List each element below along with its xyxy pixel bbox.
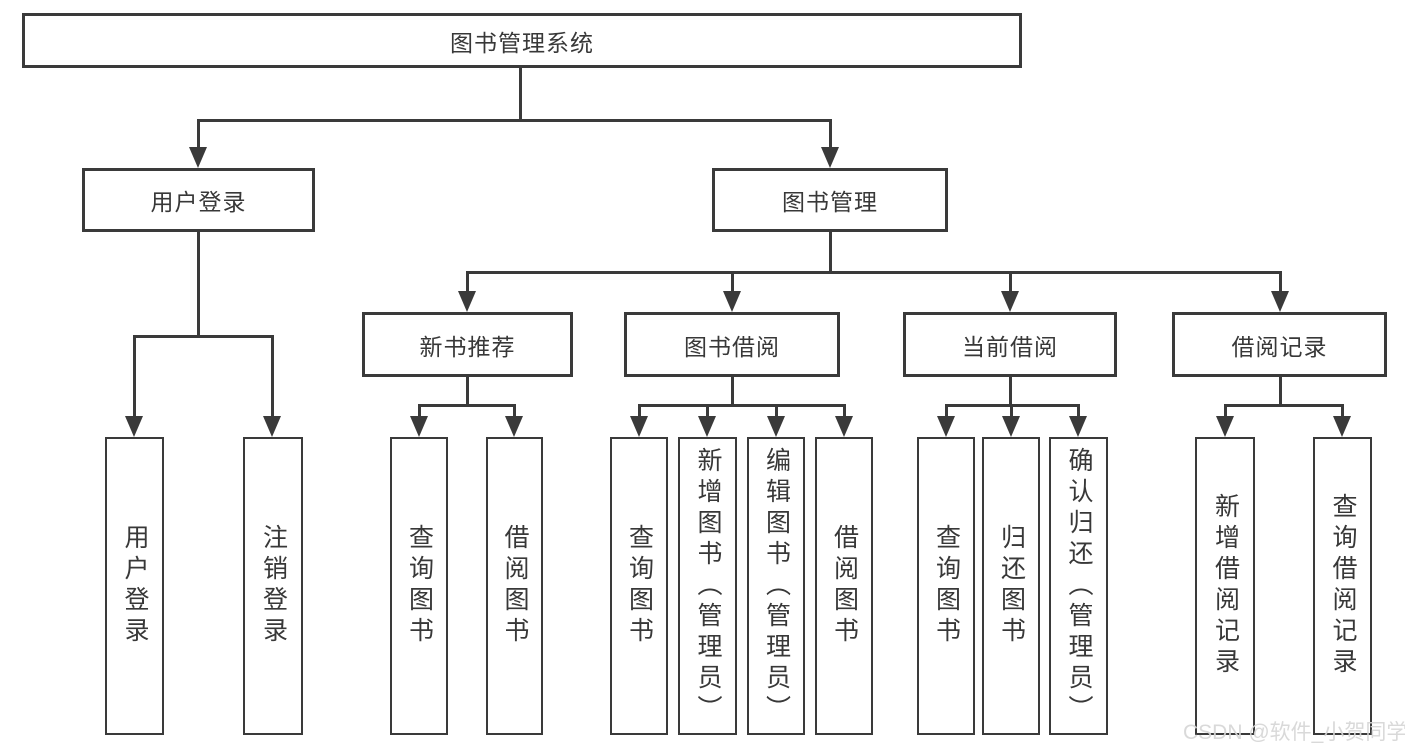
connector-line <box>133 335 274 338</box>
node-borrowing-records: 借阅记录 <box>1172 312 1387 377</box>
node-label: 查询借阅记录 <box>1329 493 1357 679</box>
connector-line <box>418 404 516 407</box>
node-book-management: 图书管理 <box>712 168 948 232</box>
arrow-down-icon <box>1001 291 1019 312</box>
connector-line <box>775 404 778 416</box>
arrow-down-icon <box>835 416 853 437</box>
connector-line <box>731 271 734 291</box>
arrow-down-icon <box>189 147 207 168</box>
node-label: 借阅图书 <box>501 524 529 648</box>
node-leaf-return-books: 归还图书 <box>982 437 1040 735</box>
arrow-down-icon <box>1271 291 1289 312</box>
node-label: 查询图书 <box>405 524 434 648</box>
arrow-down-icon <box>1216 416 1234 437</box>
connector-line <box>945 404 948 416</box>
node-leaf-logout: 注销登录 <box>243 437 303 735</box>
arrow-down-icon <box>458 291 476 312</box>
node-label: 确认归还（管理员） <box>1065 446 1093 726</box>
node-label: 查询图书 <box>625 524 654 648</box>
connector-line <box>1341 404 1344 416</box>
connector-line <box>706 404 709 416</box>
node-label: 图书管理 <box>782 189 878 215</box>
connector-line <box>731 377 734 406</box>
node-label: 新增图书（管理员） <box>694 446 722 726</box>
connector-line <box>197 119 832 122</box>
connector-line <box>638 404 641 416</box>
node-leaf-query-books-current: 查询图书 <box>917 437 975 735</box>
node-leaf-query-books-recommend: 查询图书 <box>390 437 448 735</box>
connector-line <box>1009 271 1012 291</box>
node-leaf-borrow-books-recommend: 借阅图书 <box>486 437 543 735</box>
arrow-down-icon <box>263 416 281 437</box>
arrow-down-icon <box>937 416 955 437</box>
node-leaf-borrow-books: 借阅图书 <box>815 437 873 735</box>
node-label: 图书借阅 <box>684 333 780 360</box>
connector-line <box>197 119 200 147</box>
connector-line <box>418 404 421 416</box>
node-user-login: 用户登录 <box>82 168 315 232</box>
connector-line <box>133 335 136 416</box>
connector-line <box>1224 404 1344 407</box>
connector-line <box>519 68 522 122</box>
connector-line <box>1010 404 1013 416</box>
connector-line <box>829 119 832 147</box>
arrow-down-icon <box>821 147 839 168</box>
connector-line <box>1279 271 1282 291</box>
node-label: 借阅记录 <box>1231 333 1328 360</box>
arrow-down-icon <box>125 416 143 437</box>
arrow-down-icon <box>698 416 716 437</box>
connector-line <box>466 271 1282 274</box>
csdn-watermark: CSDN @软件_小贺同学 <box>1183 721 1405 744</box>
node-label: 用户登录 <box>121 524 149 648</box>
node-leaf-confirm-return-admin: 确认归还（管理员） <box>1049 437 1108 735</box>
node-label: 图书管理系统 <box>450 29 594 56</box>
arrow-down-icon <box>410 416 428 437</box>
arrow-down-icon <box>1002 416 1020 437</box>
node-leaf-add-borrow-record: 新增借阅记录 <box>1195 437 1255 735</box>
node-label: 查询图书 <box>932 524 961 648</box>
node-label: 编辑图书（管理员） <box>762 446 791 726</box>
connector-line <box>197 232 200 338</box>
node-label: 借阅图书 <box>830 524 859 648</box>
connector-line <box>638 404 846 407</box>
node-book-borrowing: 图书借阅 <box>624 312 840 377</box>
node-label: 当前借阅 <box>962 333 1058 360</box>
node-current-borrowing: 当前借阅 <box>903 312 1117 377</box>
node-label: 新增借阅记录 <box>1211 493 1240 679</box>
arrow-down-icon <box>1069 416 1087 437</box>
connector-line <box>466 377 469 406</box>
arrow-down-icon <box>723 291 741 312</box>
connector-line <box>513 404 516 416</box>
arrow-down-icon <box>1333 416 1351 437</box>
node-leaf-user-login: 用户登录 <box>105 437 164 735</box>
connector-line <box>466 271 469 291</box>
node-leaf-query-books-borrowing: 查询图书 <box>610 437 668 735</box>
arrow-down-icon <box>767 416 785 437</box>
node-leaf-query-borrow-record: 查询借阅记录 <box>1313 437 1372 735</box>
node-label: 用户登录 <box>150 189 247 215</box>
arrow-down-icon <box>630 416 648 437</box>
node-new-book-recommendation: 新书推荐 <box>362 312 573 377</box>
connector-line <box>843 404 846 416</box>
connector-line <box>829 232 832 274</box>
node-label: 注销登录 <box>259 524 288 648</box>
node-leaf-add-books-admin: 新增图书（管理员） <box>678 437 737 735</box>
node-label: 新书推荐 <box>419 333 516 360</box>
arrow-down-icon <box>505 416 523 437</box>
connector-line <box>1279 377 1282 406</box>
connector-line <box>1224 404 1227 416</box>
connector-line <box>1077 404 1080 416</box>
node-leaf-edit-books-admin: 编辑图书（管理员） <box>747 437 805 735</box>
connector-line <box>1009 377 1012 406</box>
connector-line <box>271 335 274 416</box>
node-library-management-system: 图书管理系统 <box>22 13 1022 68</box>
node-label: 归还图书 <box>997 524 1026 648</box>
